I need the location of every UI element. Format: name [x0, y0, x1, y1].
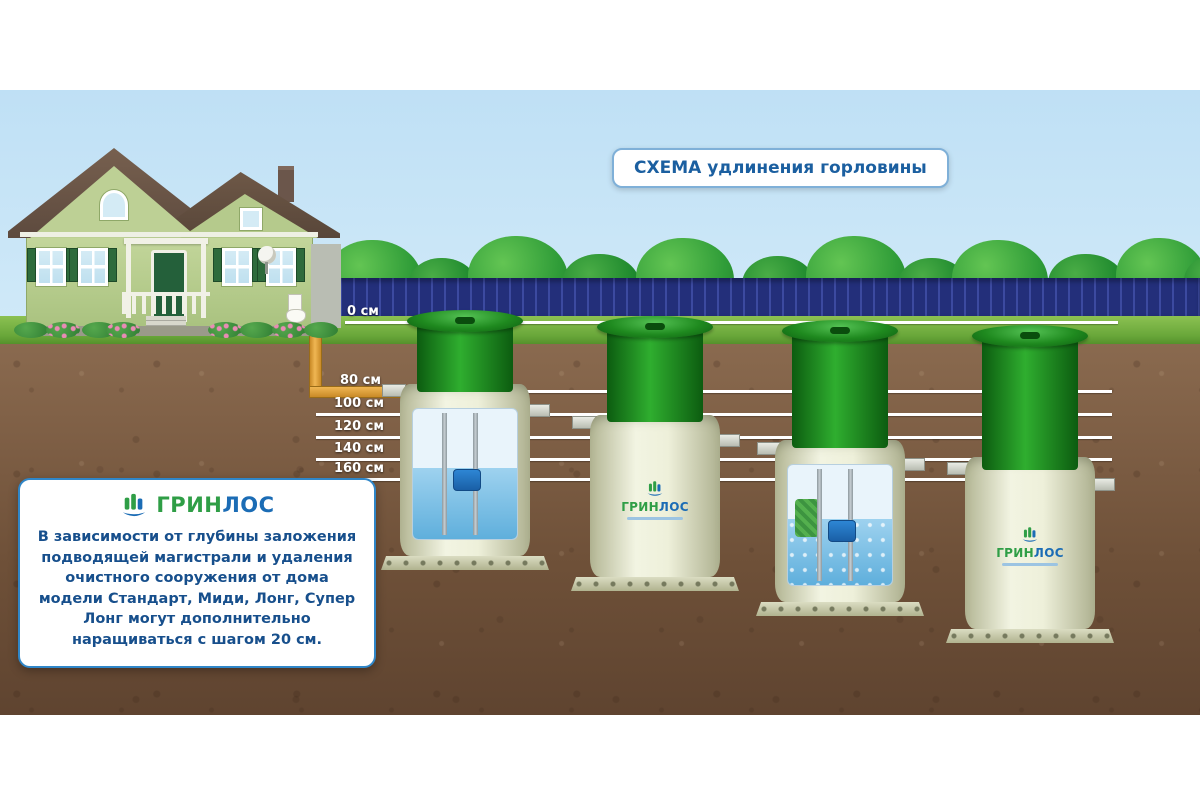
tank-body — [775, 440, 905, 602]
grinlos-logo: ГРИНЛОС — [590, 480, 720, 520]
porch-roof — [124, 238, 208, 244]
tank-body — [400, 384, 530, 556]
lid-handle — [645, 323, 665, 330]
fascia-trim — [20, 232, 318, 237]
tank-lid — [782, 320, 898, 342]
lid-handle — [455, 317, 475, 324]
tank-neck-extension — [792, 330, 888, 448]
tank-neck-extension — [982, 335, 1078, 470]
pump-unit — [827, 520, 856, 543]
brand-name: ГРИНЛОС — [621, 499, 689, 514]
tank-neck-extension — [607, 326, 703, 422]
grinlos-logo-icon — [647, 481, 663, 496]
grinlos-logo: ГРИНЛОС — [965, 526, 1095, 566]
tank-lid — [972, 325, 1088, 347]
depth-marker-140: 140 см — [334, 441, 384, 456]
grinlos-logo: ГРИНЛОС — [34, 492, 360, 518]
house-illustration — [8, 148, 341, 346]
tank-neck-extension — [417, 320, 513, 392]
info-text: В зависимости от глубины заложения подво… — [37, 529, 357, 648]
attic-window — [100, 190, 128, 220]
tank-body: ГРИНЛОС — [590, 415, 720, 577]
bush — [14, 322, 48, 338]
bush — [240, 322, 274, 338]
satellite-dish-icon — [258, 246, 276, 264]
info-box: ГРИНЛОС В зависимости от глубины заложен… — [18, 478, 376, 669]
tank-base-flange — [571, 577, 739, 591]
brand-name: ГРИНЛОС — [156, 493, 275, 517]
chimney — [278, 166, 294, 202]
depth-marker-160: 160 см — [334, 461, 384, 476]
porch-post — [126, 244, 131, 318]
internal-pipe — [817, 469, 823, 581]
brand-name: ГРИНЛОС — [996, 545, 1064, 560]
depth-marker-0: 0 см — [347, 304, 379, 319]
septic-tank-1 — [381, 310, 549, 572]
depth-line-80 — [316, 390, 1112, 393]
house-side-wall — [311, 244, 341, 328]
house-window — [27, 248, 75, 286]
flower-bush — [46, 322, 80, 338]
ground-level-line — [345, 321, 1118, 324]
septic-tank-3 — [756, 320, 924, 620]
bush — [304, 322, 338, 338]
pump-unit — [452, 468, 481, 491]
brand-tagline-bar — [1002, 562, 1058, 566]
flower-bush — [272, 322, 306, 338]
porch-post — [201, 244, 206, 318]
depth-marker-80: 80 см — [340, 373, 381, 388]
tank-base-flange — [381, 556, 549, 570]
flower-bush — [208, 322, 242, 338]
lid-handle — [1020, 332, 1040, 339]
attic-window-small — [240, 208, 262, 230]
depth-line-100 — [316, 413, 1112, 416]
tank-lid — [407, 310, 523, 332]
biofilter-block — [795, 498, 820, 537]
depth-marker-100: 100 см — [334, 396, 384, 411]
internal-pipe — [442, 413, 448, 535]
house-window — [213, 248, 261, 286]
tank-cutaway-interior — [787, 464, 893, 586]
brand-tagline-bar — [627, 516, 683, 520]
tank-body: ГРИНЛОС — [965, 457, 1095, 629]
grinlos-logo-icon — [123, 493, 146, 517]
tank-lid — [597, 316, 713, 338]
foundation — [26, 326, 311, 336]
toilet-icon — [286, 294, 306, 324]
lid-handle — [830, 327, 850, 334]
satellite-dish-stem — [265, 262, 268, 274]
septic-tank-2: ГРИНЛОС — [571, 316, 739, 594]
depth-marker-120: 120 см — [334, 419, 384, 434]
scheme-title: СХЕМА удлинения горловины — [612, 148, 949, 188]
tank-base-flange — [946, 629, 1114, 643]
tank-cutaway-interior — [412, 408, 518, 540]
flower-bush — [106, 322, 140, 338]
tank-base-flange — [756, 602, 924, 616]
house-window — [69, 248, 117, 286]
grinlos-logo-icon — [1022, 527, 1038, 542]
scene: 0 см 80 см 100 см 120 см 140 см 160 см — [0, 90, 1200, 715]
porch-railing — [122, 292, 210, 314]
septic-tank-4: ГРИНЛОС — [946, 325, 1114, 647]
